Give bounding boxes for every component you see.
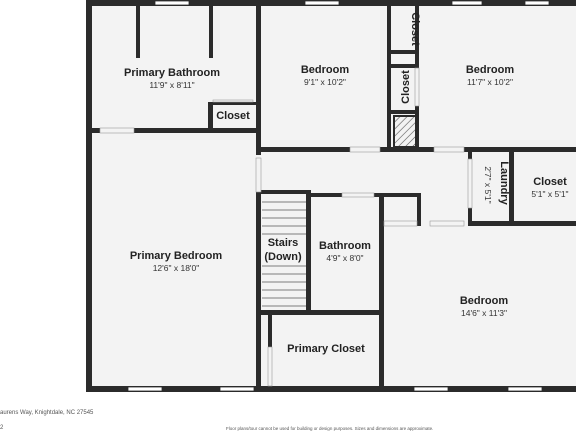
bedroom-2-name: Bedroom	[301, 64, 350, 76]
primary-bathroom-name: Primary Bathroom	[124, 67, 220, 79]
footer: aurens Way, Knightdale, NC 27545 2 Floor…	[0, 404, 576, 432]
primary-bedroom-name: Primary Bedroom	[130, 250, 223, 262]
bathroom-dims: 4'9" x 8'0"	[326, 253, 363, 263]
closet-lower-name: Closet	[400, 70, 412, 104]
bedroom-2-dims: 9'1" x 10'2"	[304, 77, 346, 87]
laundry-dims: 2'7" x 5'1"	[483, 166, 493, 203]
bedroom-3-dims: 11'7" x 10'2"	[467, 77, 513, 87]
door-openings	[99, 67, 473, 387]
windows	[127, 0, 550, 392]
footer-disclaimer: Floor plans/tour cannot be used for buil…	[226, 426, 434, 431]
footer-page-number: 2	[0, 425, 4, 431]
bedroom-4-name: Bedroom	[460, 295, 509, 307]
closet-upper-name: Closet	[409, 12, 421, 46]
stairs-label-line2: (Down)	[264, 251, 302, 263]
closet-right-dims: 5'1" x 5'1"	[531, 189, 568, 199]
stair-treads	[262, 201, 306, 307]
primary-bedroom-dims: 12'6" x 18'0"	[153, 263, 200, 273]
laundry-name: Laundry	[498, 161, 510, 205]
stairs-label-line1: Stairs	[268, 237, 299, 249]
hatched-chase	[393, 115, 417, 148]
bedroom-4-dims: 14'6" x 11'3"	[461, 308, 507, 318]
bedroom-3-name: Bedroom	[466, 64, 515, 76]
room-labels: Primary Bathroom 11'9" x 8'11" Closet Be…	[124, 12, 569, 355]
bath-closet-name: Closet	[216, 110, 250, 122]
closet-right-name: Closet	[533, 176, 567, 188]
primary-closet-name: Primary Closet	[287, 343, 365, 355]
footer-address: aurens Way, Knightdale, NC 27545	[0, 410, 94, 416]
primary-bathroom-dims: 11'9" x 8'11"	[149, 80, 194, 90]
bathroom-name: Bathroom	[319, 240, 371, 252]
